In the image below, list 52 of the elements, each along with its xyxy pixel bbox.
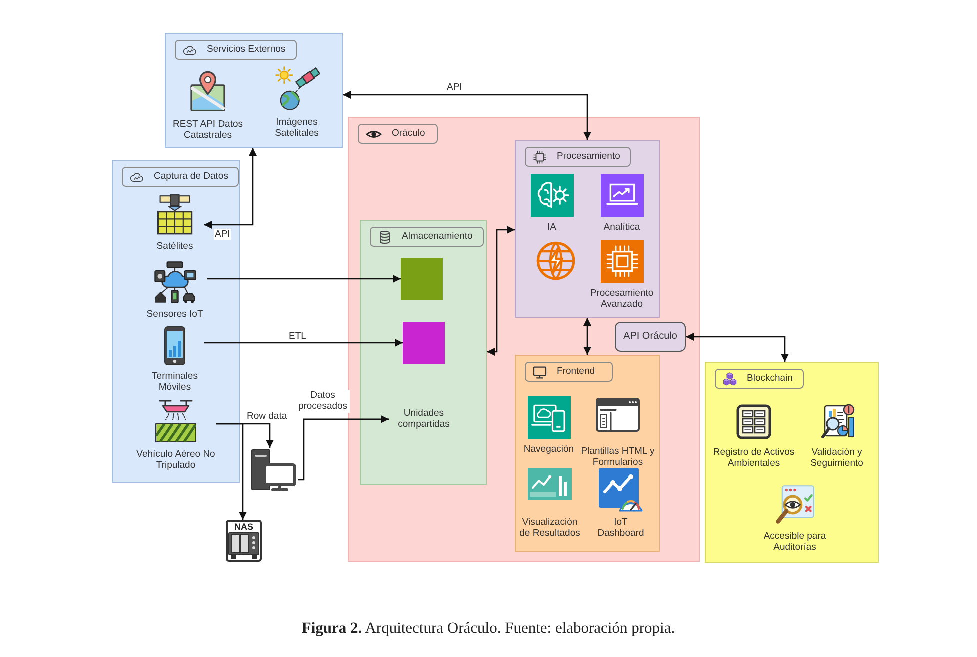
edge-label: Row data — [246, 411, 288, 422]
group-panel — [360, 220, 487, 485]
item-label: Plantillas HTML y Formularios — [581, 446, 655, 469]
device-label: NAS — [234, 522, 254, 532]
edge-label: Datos procesados — [296, 390, 350, 413]
item-label: Procesamiento Avanzado — [589, 288, 655, 311]
arrow — [487, 226, 515, 356]
arrow — [343, 91, 592, 140]
group-title: Frontend — [557, 365, 596, 379]
group-title: Procesamiento — [557, 150, 620, 164]
group-title: Servicios Externos — [207, 43, 286, 57]
group-title: Almacenamiento — [402, 230, 473, 244]
arrow — [204, 339, 403, 347]
item-label: IA — [548, 222, 556, 234]
group-panel — [515, 140, 660, 318]
item-label: REST API Datos Catastrales — [172, 119, 244, 142]
item-label: Terminales Móviles — [151, 371, 199, 394]
node-label: API Oráculo — [624, 331, 678, 343]
computer-icon — [250, 448, 298, 492]
group-panel — [515, 355, 660, 552]
group-panel — [705, 362, 879, 563]
item-label: Unidades compartidas — [397, 408, 451, 431]
item-label: Vehículo Aéreo No Tripulado — [136, 449, 216, 472]
group-panel — [348, 117, 700, 562]
arrow — [204, 148, 257, 229]
arrow — [216, 423, 247, 520]
group-title: Oráculo — [392, 127, 426, 141]
service-tile — [401, 258, 443, 300]
item-label: Analítica — [604, 222, 640, 234]
group-title: Captura de Datos — [154, 170, 228, 184]
group-title: Blockchain — [747, 372, 793, 386]
item-label: IoT Dashboard — [596, 517, 646, 540]
service-tile — [403, 322, 445, 364]
globe-icon — [535, 240, 577, 282]
nas-device — [226, 520, 262, 562]
figure-caption: Figura 2. Arquitectura Oráculo. Fuente: elaboración propia. — [302, 620, 676, 638]
api-box — [615, 322, 686, 352]
item-label: Satélites — [156, 241, 194, 252]
arrow — [298, 415, 389, 481]
arrow — [207, 275, 401, 283]
item-label: Registro de Activos Ambientales — [712, 447, 796, 470]
edge-label: API — [214, 229, 232, 240]
group-panel — [165, 33, 343, 148]
item-label: Sensores IoT — [146, 309, 204, 320]
arrow — [686, 333, 789, 362]
item-label: Navegación — [524, 444, 574, 456]
item-label: Imágenes Satelitales — [274, 117, 320, 140]
arrow — [584, 318, 592, 355]
group-panel — [112, 160, 240, 483]
item-label: Visualización de Resultados — [518, 517, 582, 540]
item-label: Accesible para Auditorías — [762, 531, 828, 554]
item-label: Validación y Seguimiento — [810, 447, 864, 470]
